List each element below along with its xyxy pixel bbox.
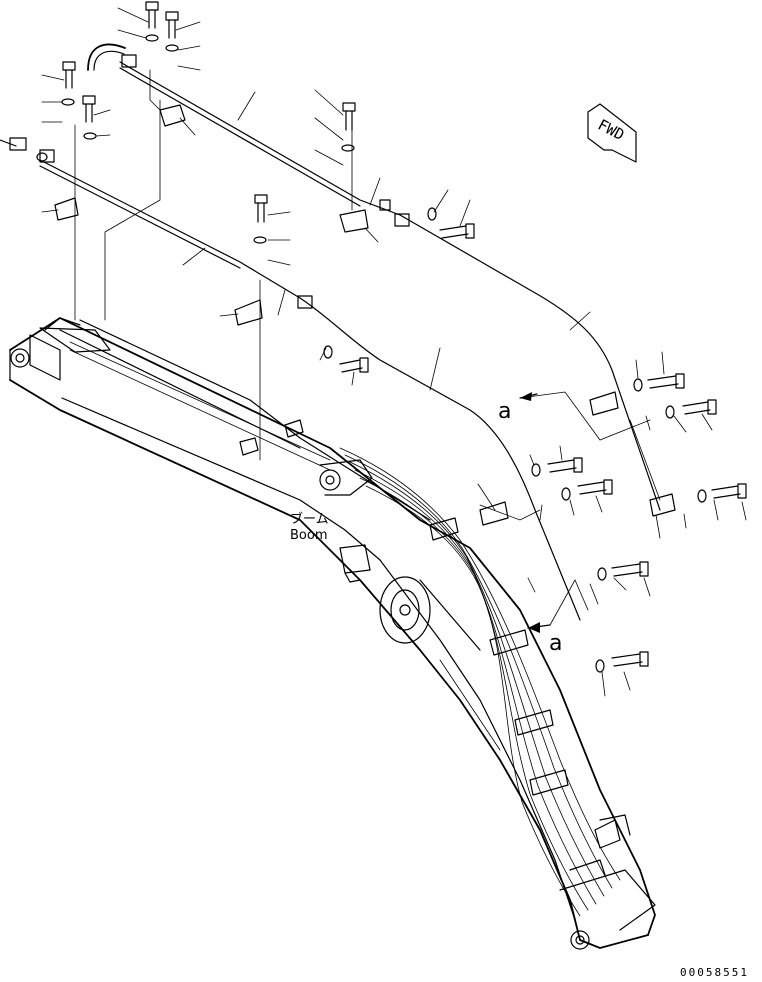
hose-bundle xyxy=(239,419,621,917)
drawing-number: 00058551 xyxy=(680,966,749,979)
fwd-indicator: FWD xyxy=(587,103,637,163)
fwd-label: FWD xyxy=(595,116,627,145)
detail-ref-a-upper: a xyxy=(498,399,511,424)
detail-arrows xyxy=(519,392,551,633)
hydraulic-pipes xyxy=(9,43,661,621)
boom-structure xyxy=(9,317,656,950)
leader-lines xyxy=(41,7,747,697)
boom-label-en: Boom xyxy=(290,528,328,543)
detail-ref-a-lower: a xyxy=(549,631,562,656)
clamps xyxy=(54,104,676,526)
bolts-washers xyxy=(0,1,747,673)
arrow-head-a-upper xyxy=(520,392,532,401)
fwd-arrow-icon xyxy=(587,103,637,163)
boom-label-jp: ブーム xyxy=(290,511,329,527)
